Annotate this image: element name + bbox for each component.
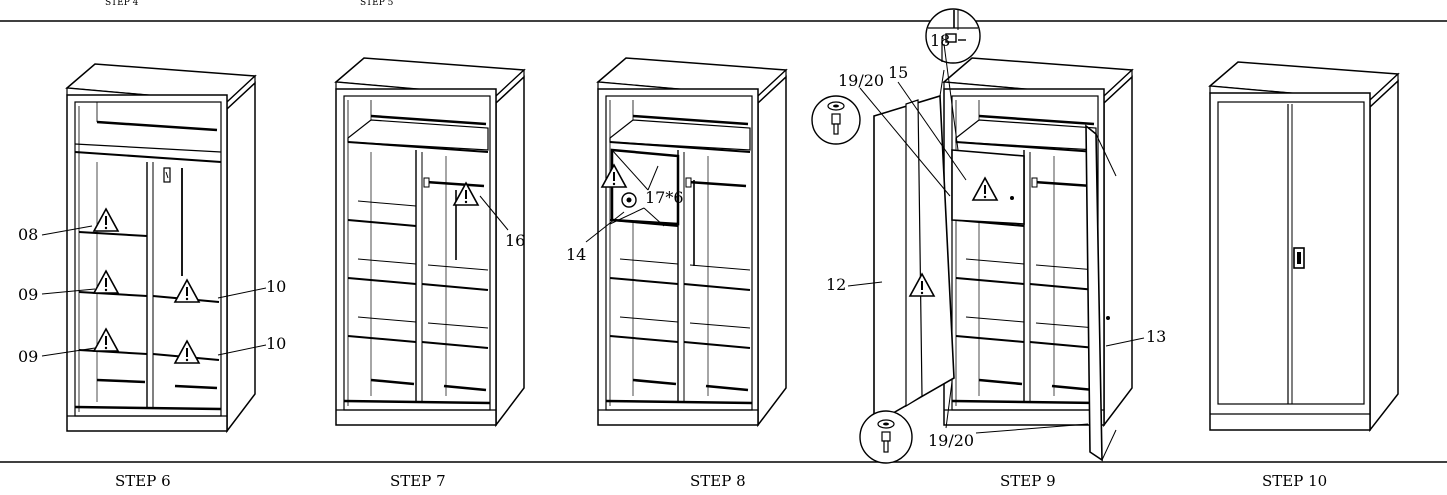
callout-part-19-20: 19/20: [928, 431, 974, 450]
callout-part-08: 08: [18, 225, 38, 244]
step-7-callouts: 16: [479, 195, 525, 250]
door-handle-icon: [1293, 247, 1305, 269]
step-9-callouts: 19/20 15 18 12 13 19/20: [826, 31, 1166, 450]
callout-part-15: 15: [888, 63, 908, 82]
step-10-cabinet: [1208, 61, 1400, 433]
callout-part-16: 16: [505, 231, 525, 250]
callout-part-13: 13: [1146, 327, 1166, 346]
right-door: [1085, 124, 1117, 462]
callout-part-10: 10: [266, 334, 286, 353]
callout-part-09: 09: [18, 347, 38, 366]
callout-part-14: 14: [566, 245, 586, 264]
step-7-caption: STEP 7: [390, 472, 446, 490]
callout-part-18: 18: [930, 31, 950, 50]
step-9-cabinet: [942, 56, 1134, 427]
callout-part-17x6: 17*6: [645, 188, 684, 207]
step-6-callouts: 08 09 09 10 10: [18, 225, 286, 366]
prev-step-caption-b: STEP 5: [360, 0, 394, 8]
step-9-panel: 19/20 15 18 12 13 19/20 STEP 9: [811, 8, 1166, 490]
step-6-caption: STEP 6: [115, 472, 171, 490]
left-door: [873, 69, 955, 426]
step-7-cabinet: [334, 56, 526, 427]
step-8-callouts: 14 17*6: [566, 188, 684, 264]
callout-part-09: 09: [18, 285, 38, 304]
step-7-panel: 16 STEP 7: [334, 56, 526, 490]
step-10-caption: STEP 10: [1262, 472, 1327, 490]
hinge-detail-icon: [925, 8, 981, 64]
step-6-cabinet: [65, 62, 257, 433]
step-6-panel: 08 09 09 10 10 STEP 6: [18, 62, 286, 490]
step-8-cabinet: [596, 56, 788, 427]
hinge-pin-icon: [859, 410, 913, 464]
step-8-caption: STEP 8: [690, 472, 746, 490]
step-8-panel: 14 17*6 STEP 8: [566, 56, 788, 490]
callout-part-19-20: 19/20: [838, 71, 884, 90]
step-9-caption: STEP 9: [1000, 472, 1056, 490]
step-10-panel: STEP 10: [1208, 61, 1400, 490]
hinge-pin-icon: [811, 95, 861, 145]
prev-step-caption-a: STEP 4: [105, 0, 139, 8]
callout-part-12: 12: [826, 275, 846, 294]
callout-part-10: 10: [266, 277, 286, 296]
screw-head: [626, 197, 632, 203]
